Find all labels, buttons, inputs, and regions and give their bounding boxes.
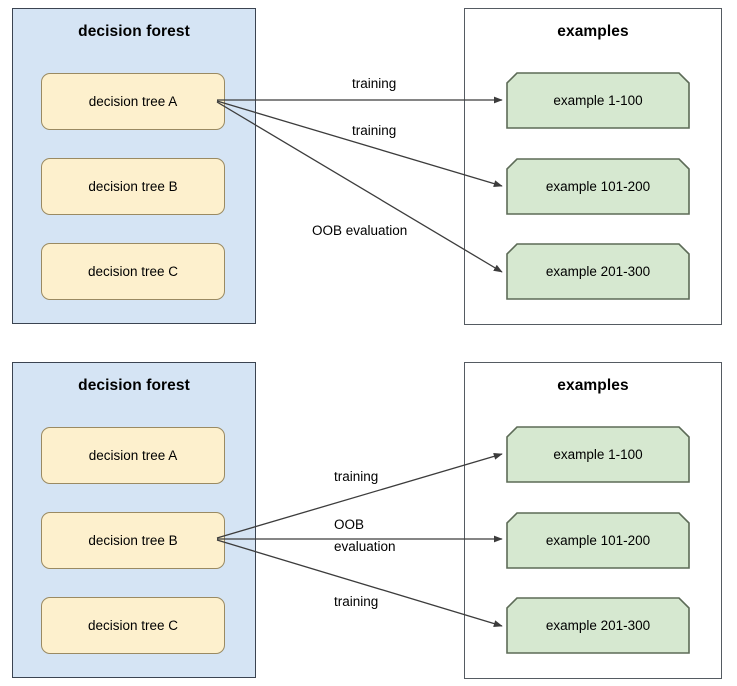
edge-label-oob-bottom: OOB — [334, 517, 365, 532]
example-box-2-bottom[interactable]: example 101-200 — [506, 512, 690, 569]
edge-label-evaluation-bottom: evaluation — [334, 539, 396, 554]
example-box-1-bottom[interactable]: example 1-100 — [506, 426, 690, 483]
example-box-label: example 101-200 — [545, 533, 651, 548]
example-box-shape — [506, 158, 690, 215]
example-box-shape — [506, 597, 690, 654]
edge-arrow-a-to-ex2 — [216, 100, 503, 188]
decision-forest-panel-bottom: decision forest decision tree A decision… — [12, 362, 256, 678]
example-box-label: example 201-300 — [545, 264, 651, 279]
decision-forest-title-top: decision forest — [78, 23, 190, 40]
edge-label-training-2-bottom: training — [334, 594, 379, 609]
example-box-shape — [506, 243, 690, 300]
edge-label-training-2-top: training — [352, 123, 397, 138]
tree-box-a-top[interactable]: decision tree A — [41, 73, 225, 130]
tree-box-b-bottom[interactable]: decision tree B — [41, 512, 225, 569]
example-box-shape — [506, 512, 690, 569]
tree-box-label: decision tree A — [88, 448, 178, 463]
example-box-label: example 201-300 — [545, 618, 651, 633]
examples-title-bottom: examples — [557, 377, 629, 394]
decision-forest-panel-top: decision forest decision tree A decision… — [12, 8, 256, 324]
tree-box-a-bottom[interactable]: decision tree A — [41, 427, 225, 484]
diagram-bottom: decision forest decision tree A decision… — [0, 356, 737, 686]
example-box-2-top[interactable]: example 101-200 — [506, 158, 690, 215]
diagram-top: decision forest decision tree A decision… — [0, 2, 737, 332]
edge-label-training-1-bottom: training — [334, 469, 379, 484]
tree-box-c-bottom[interactable]: decision tree C — [41, 597, 225, 654]
tree-box-c-top[interactable]: decision tree C — [41, 243, 225, 300]
example-box-3-top[interactable]: example 201-300 — [506, 243, 690, 300]
edge-label-oob-evaluation-top: OOB evaluation — [312, 223, 408, 238]
example-box-shape — [506, 72, 690, 129]
example-box-label: example 1-100 — [553, 447, 643, 462]
example-box-label: example 1-100 — [553, 93, 643, 108]
example-box-shape — [506, 426, 690, 483]
examples-panel-bottom: examples example 1-100 example 101-200 e… — [464, 362, 722, 679]
tree-box-label: decision tree A — [88, 94, 178, 109]
decision-forest-title-bottom: decision forest — [78, 377, 190, 394]
tree-box-label: decision tree C — [87, 264, 179, 279]
tree-box-label: decision tree B — [88, 533, 178, 548]
tree-box-label: decision tree B — [88, 179, 178, 194]
tree-box-label: decision tree C — [87, 618, 179, 633]
edge-label-training-1-top: training — [352, 76, 397, 91]
examples-panel-top: examples example 1-100 example 101-200 e… — [464, 8, 722, 325]
tree-box-b-top[interactable]: decision tree B — [41, 158, 225, 215]
examples-title-top: examples — [557, 23, 629, 40]
example-box-3-bottom[interactable]: example 201-300 — [506, 597, 690, 654]
example-box-label: example 101-200 — [545, 179, 651, 194]
example-box-1-top[interactable]: example 1-100 — [506, 72, 690, 129]
